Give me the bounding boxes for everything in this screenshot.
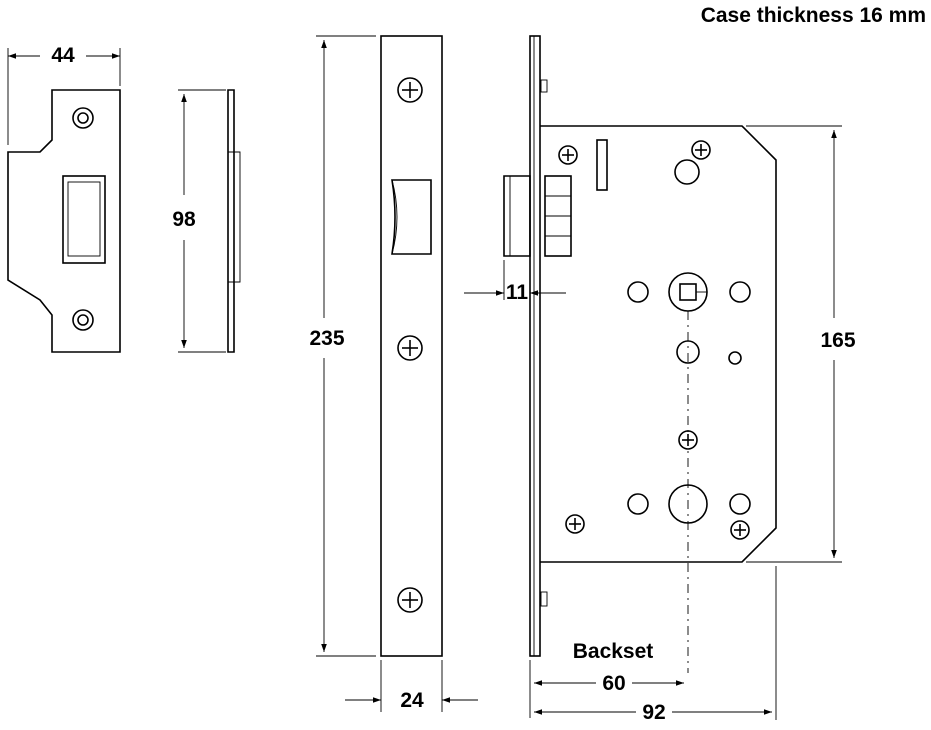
forend-length-dimension: 235 <box>309 35 376 657</box>
case-thickness-note: Case thickness 16 mm <box>701 4 926 27</box>
forend-front <box>380 35 443 657</box>
dim-98: 98 <box>172 208 196 231</box>
dim-92: 92 <box>642 701 665 724</box>
forend-width-dimension: 24 <box>345 660 478 712</box>
dim-235: 235 <box>309 327 344 350</box>
overall-depth-dimension: 92 <box>534 566 777 724</box>
latch-projection-dimension: 11 <box>464 260 566 304</box>
strike-plate-front <box>7 89 121 353</box>
case-height-dimension: 165 <box>746 125 856 563</box>
backset-dimension: Backset 60 <box>529 640 684 718</box>
case-screw-icon <box>558 145 578 165</box>
strike-plate-side: 98 <box>172 89 241 353</box>
case-screw-icon <box>730 520 750 540</box>
dim-60: 60 <box>602 672 625 695</box>
dim-24: 24 <box>400 689 424 712</box>
dim-44: 44 <box>51 44 75 67</box>
forend-screw-icon <box>397 335 423 361</box>
dim-11: 11 <box>506 281 529 304</box>
case-screw-icon <box>691 140 711 160</box>
forend-screw-icon <box>397 77 423 103</box>
lock-body <box>503 35 777 673</box>
forend-screw-icon <box>397 587 423 613</box>
hole-icon <box>674 159 700 185</box>
dim-165: 165 <box>820 329 855 352</box>
case-screw-icon <box>565 514 585 534</box>
strike-width-dimension: 44 <box>7 44 121 145</box>
backset-label: Backset <box>573 640 654 663</box>
